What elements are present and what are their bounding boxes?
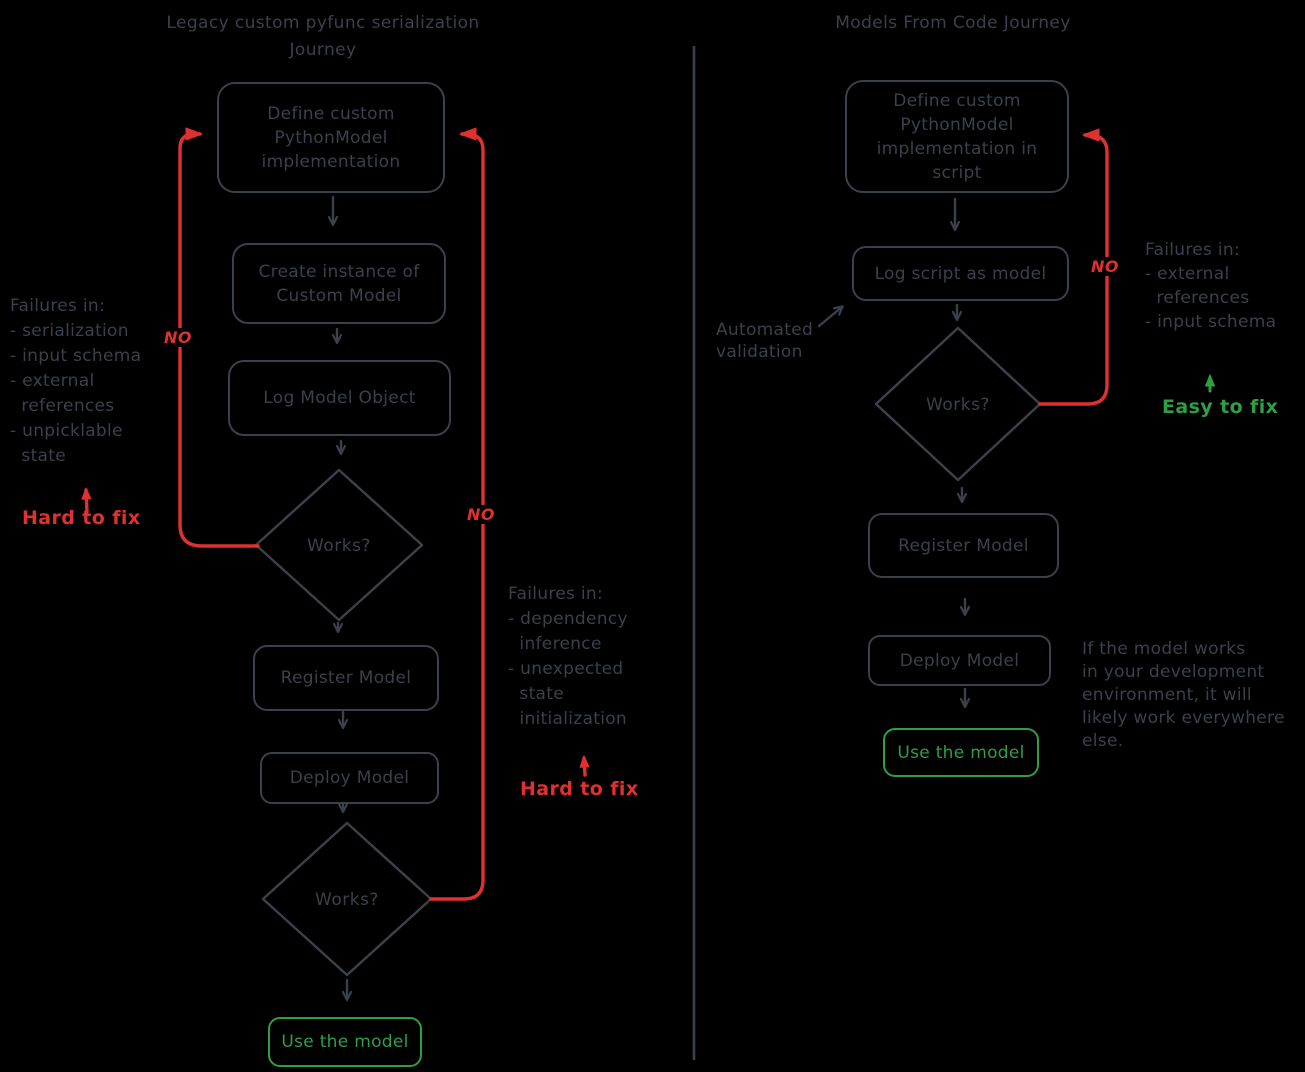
node-create-instance: Create instance of Custom Model (232, 243, 446, 324)
no-label-right: NO (463, 505, 499, 524)
node-label: Use the model (281, 1032, 409, 1052)
node-use-the-model-left: Use the model (268, 1017, 422, 1067)
node-log-model-object: Log Model Object (228, 360, 451, 436)
decision-diamonds (254, 326, 1042, 977)
no-label-left: NO (160, 328, 196, 347)
node-deploy-model-right: Deploy Model (868, 635, 1051, 686)
node-define-custom-pythonmodel: Define custom PythonModel implementation (217, 82, 445, 193)
node-use-the-model-right: Use the model (883, 728, 1039, 777)
failures-note-left: Failures in: - serialization - input sch… (10, 296, 142, 466)
node-label: Define custom PythonModel implementation… (876, 90, 1038, 183)
node-label: Register Model (280, 668, 412, 688)
node-log-script-as-model: Log script as model (852, 246, 1069, 301)
works2-label-left: Works? (315, 890, 379, 910)
hard-to-fix-label-left: Hard to fix (22, 507, 141, 529)
works1-diamond-left (254, 468, 424, 622)
right-journey-title: Models From Code Journey (835, 13, 1071, 33)
node-label: Log script as model (874, 263, 1047, 284)
automated-validation-label: Automated validation (716, 320, 814, 362)
failures-note-right: Failures in: - dependency inference - un… (508, 584, 628, 729)
node-define-custom-script: Define custom PythonModel implementation… (845, 80, 1069, 193)
node-label: Register Model (898, 535, 1029, 556)
failures-note-right-journey: Failures in: - external references - inp… (1145, 240, 1277, 332)
node-label: Log Model Object (263, 388, 416, 408)
node-label: Deploy Model (289, 768, 410, 788)
node-register-model-right: Register Model (868, 513, 1059, 578)
no-label-right-journey: NO (1087, 257, 1123, 276)
hard-to-fix-arrow-left (81, 487, 92, 514)
node-label: Create instance of Custom Model (258, 261, 420, 306)
left-journey-arrows (327, 195, 353, 1002)
node-deploy-model-left: Deploy Model (260, 752, 439, 804)
easy-to-fix-label: Easy to fix (1162, 396, 1279, 418)
node-label: Use the model (897, 742, 1025, 763)
left-journey-title: Legacy custom pyfunc serialization Journ… (166, 13, 480, 60)
hard-to-fix-arrow-right (579, 755, 590, 777)
works2-diamond-left (261, 821, 433, 977)
right-journey-arrows (817, 197, 971, 709)
node-register-model-left: Register Model (253, 645, 439, 711)
works-label-right: Works? (926, 395, 990, 415)
node-label: Define custom PythonModel implementation (261, 103, 401, 172)
works-diamond-right (874, 326, 1042, 482)
node-label: Deploy Model (899, 650, 1020, 671)
hard-to-fix-label-right: Hard to fix (520, 778, 639, 800)
arrow-automated-validation (817, 305, 844, 328)
works1-label-left: Works? (307, 536, 371, 556)
works-everywhere-note: If the model works in your development e… (1082, 639, 1285, 751)
